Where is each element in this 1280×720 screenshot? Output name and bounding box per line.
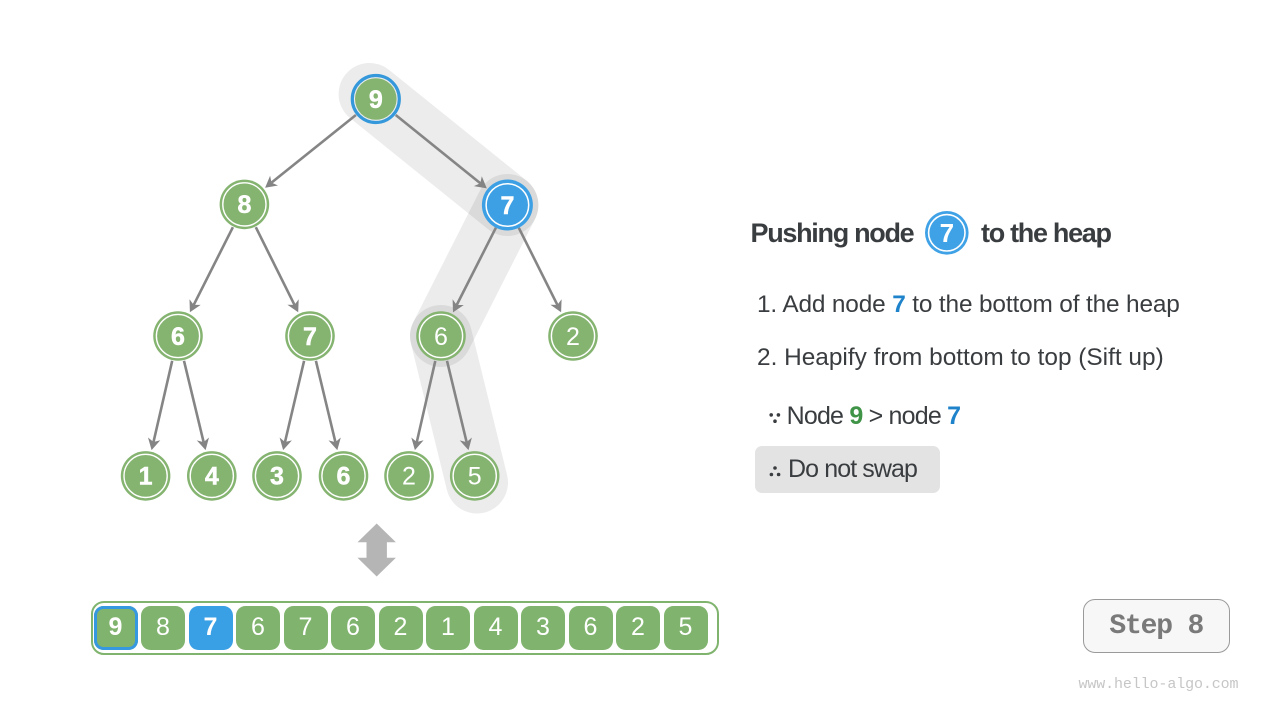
svg-text:7: 7 [500, 192, 514, 220]
svg-text:6: 6 [434, 323, 448, 351]
svg-text:6: 6 [171, 323, 185, 351]
svg-text:5: 5 [468, 463, 482, 491]
svg-text:7: 7 [939, 218, 953, 248]
svg-text:2: 2 [566, 323, 580, 351]
svg-text:9: 9 [369, 86, 383, 114]
svg-text:4: 4 [205, 463, 219, 491]
svg-text:3: 3 [270, 463, 284, 491]
svg-text:1: 1 [139, 463, 153, 491]
svg-text:6: 6 [337, 463, 351, 491]
svg-text:8: 8 [237, 191, 251, 219]
svg-text:7: 7 [303, 323, 317, 351]
svg-text:2: 2 [402, 463, 416, 491]
